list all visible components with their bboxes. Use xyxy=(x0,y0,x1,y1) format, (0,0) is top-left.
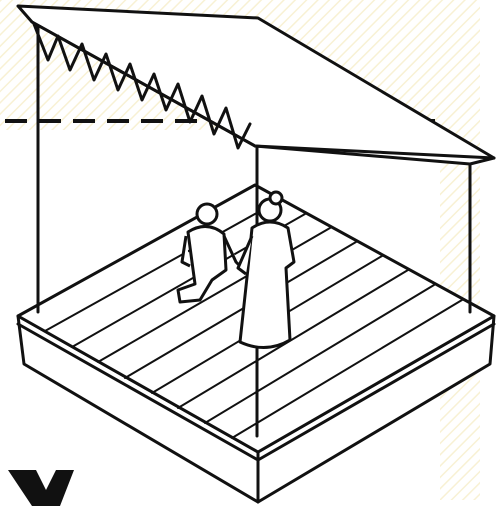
deck-boards xyxy=(44,199,463,439)
standing-woman-figure xyxy=(236,190,296,349)
deck-rim xyxy=(16,322,496,462)
kneeling-man-figure xyxy=(176,202,244,304)
bunting-flags xyxy=(32,22,252,150)
canopy-side-edge xyxy=(253,144,496,160)
corner-glyph-icon xyxy=(8,470,74,506)
